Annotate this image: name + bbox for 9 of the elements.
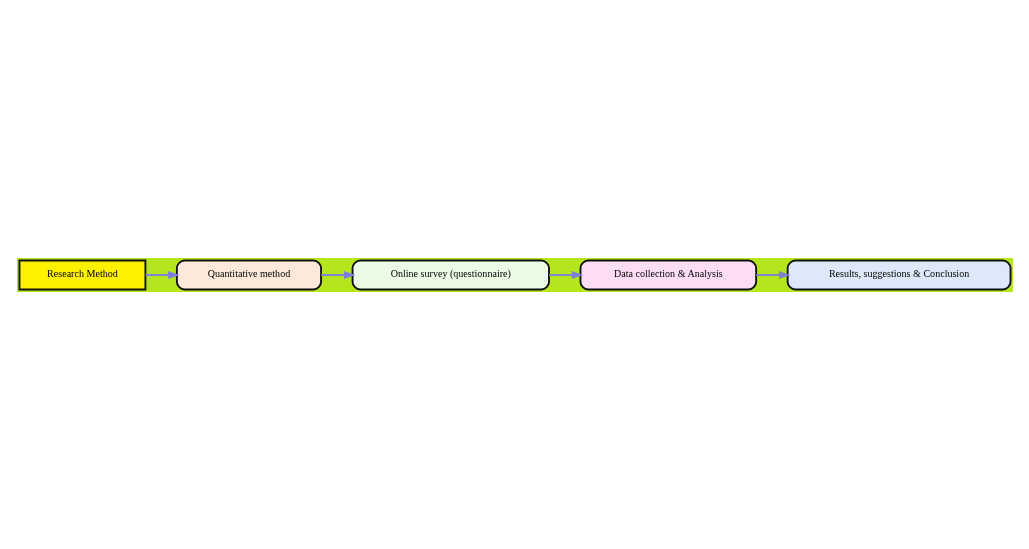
node-box: Quantitative method bbox=[175, 259, 322, 290]
arrow bbox=[144, 270, 179, 279]
node-box: Data collection & Analysis bbox=[579, 259, 757, 290]
node-box: Online survey (questionnaire) bbox=[351, 259, 550, 290]
arrow bbox=[547, 270, 583, 279]
node-box: Research Method bbox=[18, 259, 146, 290]
node-box: Results, suggestions & Conclusion bbox=[786, 259, 1011, 290]
arrow bbox=[754, 270, 790, 279]
arrow bbox=[319, 270, 355, 279]
